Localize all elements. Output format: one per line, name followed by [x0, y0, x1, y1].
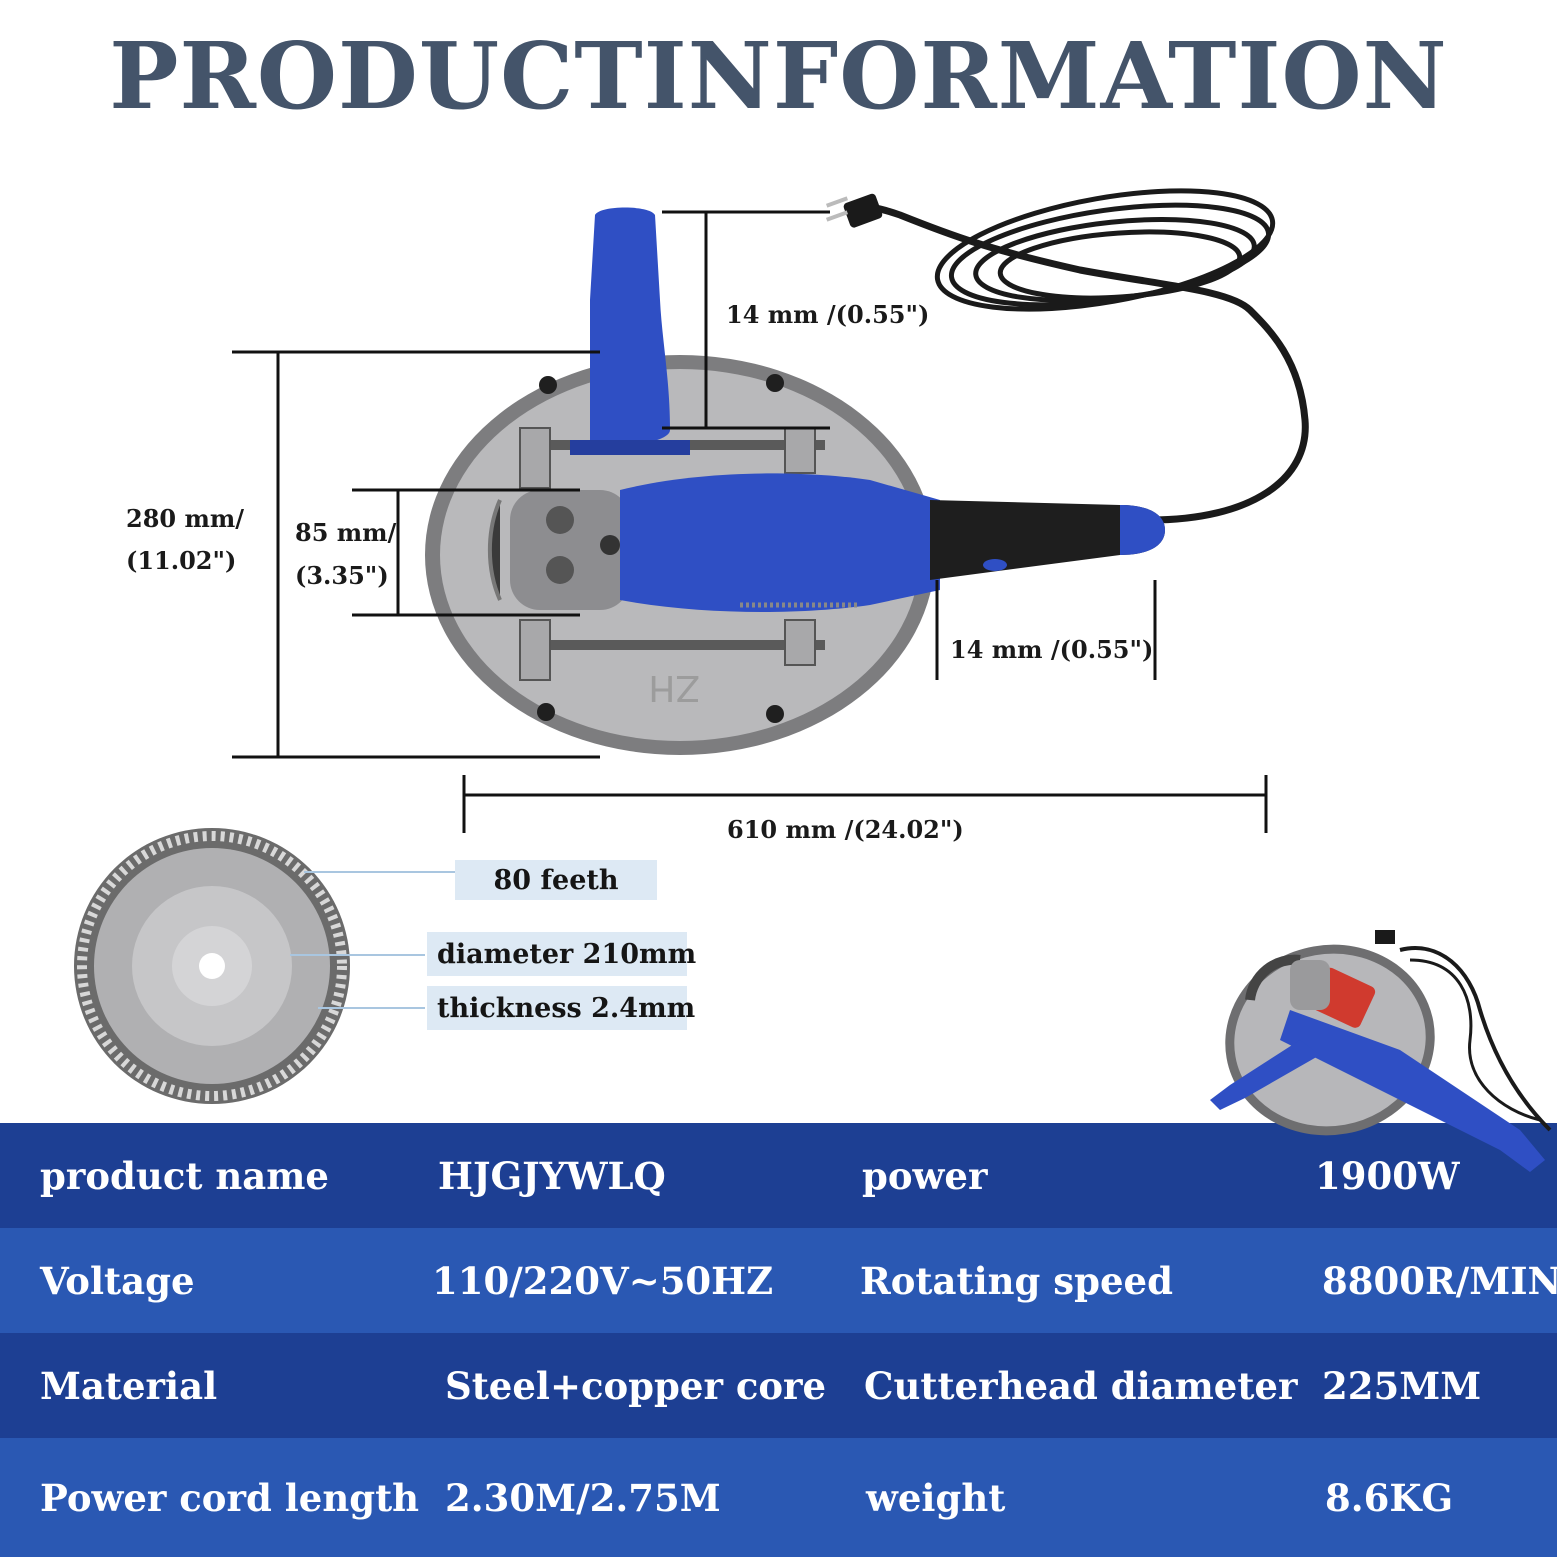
- motor-body: [620, 473, 940, 612]
- total-height-mm-label: 280 mm/: [126, 504, 245, 533]
- spec-row: product name HJGJYWLQ power 1900W: [0, 1123, 1557, 1228]
- spec-value: 2.30M/2.75M: [445, 1475, 721, 1520]
- spec-value: Steel+copper core: [445, 1363, 827, 1408]
- spec-value: 225MM: [1322, 1363, 1482, 1408]
- motor-height-in-label: (3.35"): [295, 561, 389, 590]
- gear-head: [510, 490, 630, 610]
- plug-icon: [825, 193, 883, 228]
- side-handle: [590, 207, 670, 447]
- blade-leader-lines: [290, 871, 455, 1009]
- total-length-label: 610 mm /(24.02"): [727, 815, 964, 844]
- spec-label: Material: [40, 1363, 218, 1408]
- saw-blade-icon: [74, 828, 350, 1104]
- spec-value: 8800R/MIN: [1322, 1258, 1557, 1303]
- spec-label: Cutterhead diameter: [864, 1363, 1298, 1408]
- spec-label: product name: [40, 1153, 329, 1198]
- spec-value: 1900W: [1315, 1153, 1460, 1198]
- cord-coil: [934, 188, 1276, 312]
- spec-value: HJGJYWLQ: [438, 1153, 666, 1198]
- total-height-in-label: (11.02"): [126, 546, 237, 575]
- handle-height-label: 14 mm /(0.55"): [726, 300, 930, 329]
- dimension-lines: [232, 210, 1268, 833]
- spec-label: power: [862, 1153, 988, 1198]
- spec-label: Voltage: [40, 1258, 195, 1303]
- spec-row: Voltage 110/220V~50HZ Rotating speed 880…: [0, 1228, 1557, 1333]
- spec-value: 8.6KG: [1325, 1475, 1454, 1520]
- saw-blade-diagram: [74, 828, 455, 1104]
- page-title: PRODUCTINFORMATION: [109, 22, 1448, 130]
- spec-label: Power cord length: [40, 1475, 420, 1520]
- svg-text:ZH: ZH: [648, 667, 700, 708]
- blade-diameter-tag: diameter 210mm: [427, 932, 696, 976]
- blade-teeth-tag: 80 feeth: [455, 860, 657, 900]
- product-diagram: ZH: [232, 188, 1309, 833]
- handle-offset-label: 14 mm /(0.55"): [950, 635, 1154, 664]
- spec-value: 110/220V~50HZ: [432, 1258, 774, 1303]
- spec-label: weight: [866, 1475, 1006, 1520]
- motor-height-mm-label: 85 mm/: [295, 518, 397, 547]
- spec-label: Rotating speed: [860, 1258, 1173, 1303]
- spec-table: product name HJGJYWLQ power 1900W Voltag…: [0, 1123, 1557, 1557]
- power-cord: [853, 203, 1309, 524]
- spec-row: Material Steel+copper core Cutterhead di…: [0, 1333, 1557, 1438]
- spec-row: Power cord length 2.30M/2.75M weight 8.6…: [0, 1438, 1557, 1557]
- blade-thickness-tag: thickness 2.4mm: [427, 986, 695, 1030]
